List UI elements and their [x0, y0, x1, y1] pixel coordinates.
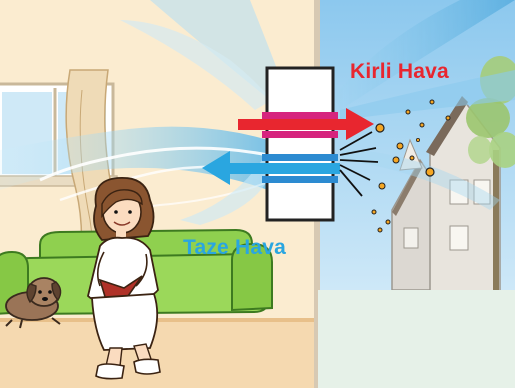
floor	[0, 320, 318, 388]
fresh-air-label: Taze Hava	[183, 236, 286, 260]
dirty-air-label: Kirli Hava	[350, 60, 449, 84]
ventilation-unit	[262, 68, 338, 220]
